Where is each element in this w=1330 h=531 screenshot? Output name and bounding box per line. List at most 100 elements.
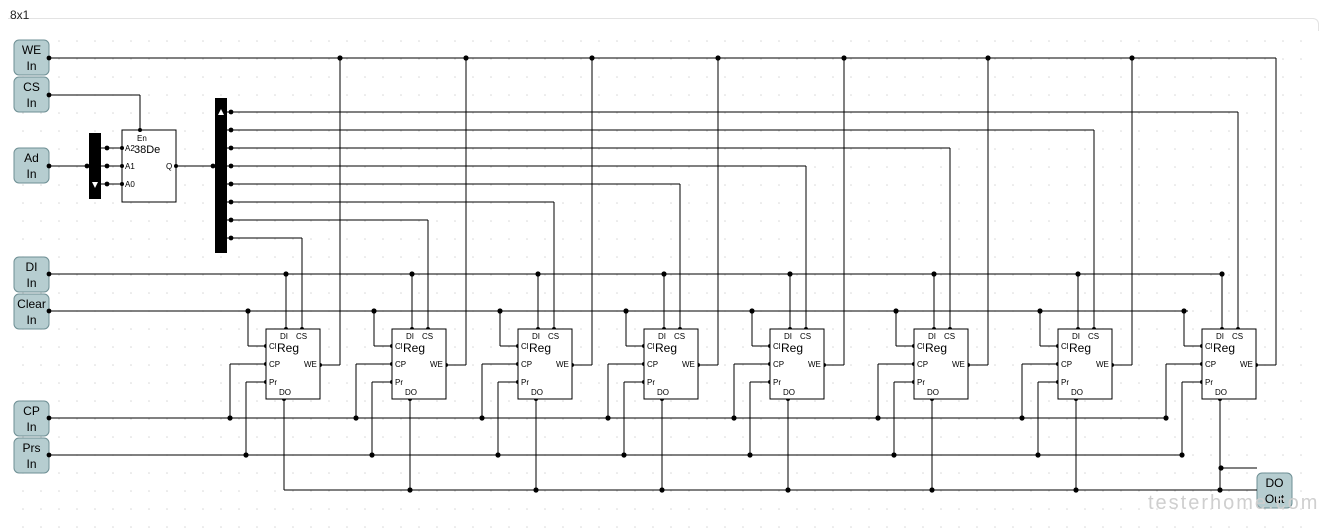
register-pr-label: Pr: [395, 378, 403, 387]
junction-dot: [1129, 55, 1135, 61]
pin-do-label: DO: [1266, 476, 1284, 490]
pin-do-out[interactable]: DO Out: [1256, 472, 1293, 509]
decoder-title: 38De: [134, 144, 160, 156]
pin-ad-in[interactable]: Ad In: [13, 147, 50, 184]
junction-dot: [931, 271, 937, 277]
register-box: [391, 328, 447, 400]
register-box: [643, 328, 699, 400]
junction-dot: [623, 308, 629, 314]
register-do-label: DO: [657, 388, 669, 397]
pin-clear-in[interactable]: Clear In: [13, 293, 50, 330]
register-we-label: WE: [1240, 360, 1253, 369]
junction-dot: [731, 415, 737, 421]
junction-dot: [409, 271, 415, 277]
junction-dot: [1075, 271, 1081, 277]
junction-dot: [104, 181, 110, 187]
register-cl-label: Cl: [917, 342, 925, 351]
register-cp-label: CP: [1205, 360, 1216, 369]
junction-dot: [1035, 452, 1041, 458]
decoder-a0-label: A0: [125, 180, 135, 189]
decoder-38[interactable]: En 38De A2 A1 A0 Q: [121, 129, 177, 203]
register-cs-label: CS: [296, 332, 307, 341]
register-cp-label: CP: [1061, 360, 1072, 369]
junction-dot: [228, 217, 234, 223]
junction-dot: [228, 181, 234, 187]
register-do-label: DO: [927, 388, 939, 397]
junction-dot: [985, 55, 991, 61]
address-splitter[interactable]: [89, 133, 101, 199]
junction-dot: [659, 487, 665, 493]
junction-dot: [715, 55, 721, 61]
junction-dot: [787, 271, 793, 277]
register-we-label: WE: [808, 360, 821, 369]
decoder-output-splitter[interactable]: [215, 98, 227, 253]
register-cl-label: Cl: [521, 342, 529, 351]
pin-cp-in[interactable]: CP In: [13, 400, 50, 437]
pin-cp-dir: In: [26, 420, 36, 434]
junction-dot: [1019, 415, 1025, 421]
junction-dot: [749, 308, 755, 314]
junction-dot: [589, 55, 595, 61]
pin-ad-label: Ad: [24, 151, 39, 165]
register-cp-label: CP: [269, 360, 280, 369]
junction-dot: [785, 487, 791, 493]
junction-dot: [747, 452, 753, 458]
register-box: [1201, 328, 1257, 400]
register-cs-label: CS: [1232, 332, 1243, 341]
pin-do-dir: Out: [1265, 492, 1285, 506]
register-cp-label: CP: [917, 360, 928, 369]
junction-dot: [120, 146, 124, 150]
tab-8x1[interactable]: 8x1: [10, 8, 30, 22]
register-title: Reg: [403, 341, 425, 355]
junction-dot: [228, 145, 234, 151]
register-cs-label: CS: [548, 332, 559, 341]
register-pr-label: Pr: [1061, 378, 1069, 387]
register-do-label: DO: [1215, 388, 1227, 397]
register-we-label: WE: [1096, 360, 1109, 369]
register-pr-label: Pr: [1205, 378, 1213, 387]
register-do-label: DO: [1071, 388, 1083, 397]
register-title: Reg: [781, 341, 803, 355]
junction-dot: [228, 127, 234, 133]
pin-cs-label: CS: [23, 80, 40, 94]
register-we-label: WE: [682, 360, 695, 369]
junction-dot: [407, 487, 413, 493]
wires: [49, 57, 1277, 491]
decoder-a1-label: A1: [125, 162, 135, 171]
register-cp-label: CP: [773, 360, 784, 369]
junction-dot: [1163, 415, 1169, 421]
register-title: Reg: [1213, 341, 1235, 355]
pin-di-dir: In: [26, 276, 36, 290]
decoder-a2-label: A2: [125, 144, 135, 153]
pin-prs-in[interactable]: Prs In: [13, 437, 50, 474]
pin-we-in[interactable]: WE In: [13, 39, 50, 76]
junction-dot: [353, 415, 359, 421]
junction-dot: [1179, 452, 1185, 458]
pin-we-dir: In: [26, 59, 36, 73]
register-do-label: DO: [531, 388, 543, 397]
register-di-label: DI: [280, 332, 288, 341]
register-cs-label: CS: [674, 332, 685, 341]
junction-dot: [120, 164, 124, 168]
junction-dot: [283, 271, 289, 277]
junction-dot: [46, 308, 52, 314]
register-cl-label: Cl: [1061, 342, 1069, 351]
pin-cp-label: CP: [23, 404, 40, 418]
junction-dot: [46, 271, 52, 277]
pin-cs-in[interactable]: CS In: [13, 76, 50, 113]
junction-dot: [1217, 487, 1223, 493]
pin-di-in[interactable]: DI In: [13, 256, 50, 293]
register-cl-label: Cl: [1205, 342, 1213, 351]
register-di-label: DI: [658, 332, 666, 341]
junction-dot: [661, 271, 667, 277]
register-cs-label: CS: [944, 332, 955, 341]
